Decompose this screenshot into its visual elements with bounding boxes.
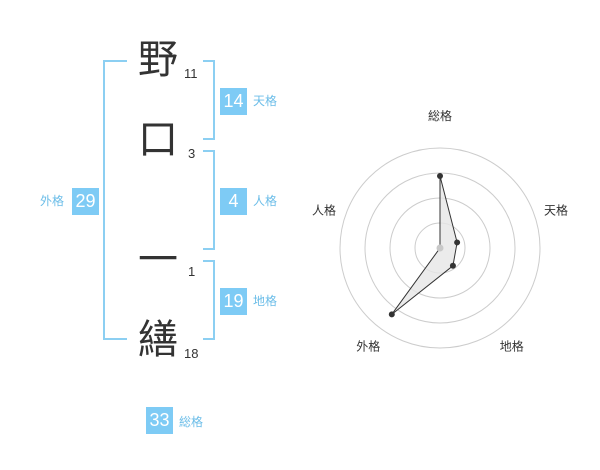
stroke-count-3: 1 [188,264,196,279]
stroke-count-1: 11 [184,66,198,81]
radar-point-1 [437,173,443,179]
jinkaku-value: 4 [220,188,247,215]
tenkaku-label: 天格 [253,94,278,108]
chikaku-value: 19 [220,288,247,315]
soukaku-value: 33 [146,407,173,434]
soukaku-label: 総格 [179,415,204,429]
name-char-4: 繕 [138,317,178,363]
radar-area [391,175,458,315]
radar-axis-label-1: 総格 [428,110,452,123]
radar-point-2 [454,239,461,246]
name-char-1: 野 [138,37,178,83]
radar-point-4 [388,311,395,318]
radar-axis-label-3: 地格 [500,339,524,354]
gaikaku-label: 外格 [40,194,65,208]
radar-points [388,173,461,318]
gaikaku-value: 29 [72,188,99,215]
radar-point-3 [449,262,456,269]
name-char-3: 一 [138,237,178,283]
stroke-count-4: 18 [184,346,199,361]
radar-axis-label-4: 外格 [356,339,380,354]
tenkaku-value: 14 [220,88,247,115]
jinkaku-label: 人格 [253,194,278,208]
radar-axis-label-2: 天格 [544,202,568,217]
chikaku-bracket [203,260,215,340]
radar-center-dot [436,244,444,252]
radar-ring-4 [339,147,541,349]
radar-axis-label-5: 人格 [312,202,336,217]
name-char-2: 口 [138,117,178,163]
gaikaku-bracket [103,60,127,340]
tenkaku-bracket [203,60,215,140]
chikaku-label: 地格 [253,294,278,308]
jinkaku-bracket [203,150,215,250]
stroke-count-2: 3 [188,146,196,161]
